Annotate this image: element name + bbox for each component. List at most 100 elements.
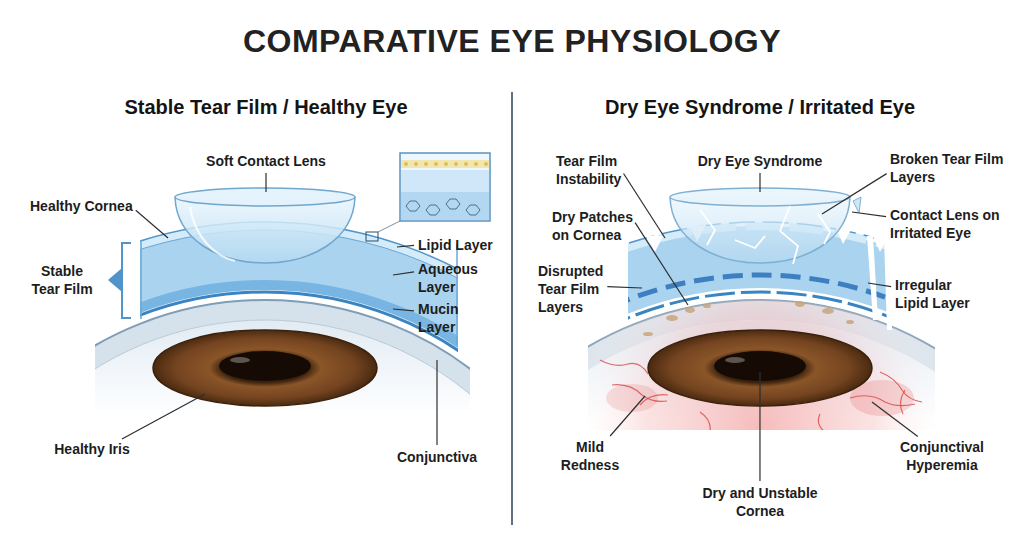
part-label: Aqueous Layer <box>418 260 490 296</box>
cornea-line <box>140 292 458 370</box>
leader-line <box>624 173 665 238</box>
disrupted-layer <box>628 275 892 370</box>
label-box: Aqueous Layer <box>418 260 490 296</box>
molecule <box>426 205 440 215</box>
part-label: Tear Film Instability <box>556 152 638 188</box>
label-box: Irregular Lipid Layer <box>895 276 981 312</box>
title-box: COMPARATIVE EYE PHYSIOLOGY <box>112 22 912 60</box>
highlight <box>230 357 250 363</box>
cornea-line <box>628 292 892 370</box>
vessel <box>900 390 905 414</box>
crack <box>700 210 715 245</box>
molecule <box>446 199 460 209</box>
vessel <box>818 414 825 430</box>
lens-highlight <box>190 207 235 261</box>
leader-line <box>822 174 887 214</box>
molecule <box>454 162 458 166</box>
leader-line <box>610 396 645 436</box>
crack <box>818 214 830 244</box>
leader-line <box>393 272 414 275</box>
leader-line <box>868 283 891 287</box>
crack <box>735 236 765 248</box>
crack <box>780 206 798 264</box>
dry-patch <box>795 301 805 307</box>
lipid-molecules <box>404 162 488 166</box>
vessel <box>600 360 648 374</box>
label-box: Dry Eye Syndrome / Irritated Eye <box>530 94 990 120</box>
label-box: Dry Patches on Cornea <box>552 208 648 244</box>
leader-line <box>759 173 760 192</box>
inset-aqueous <box>401 170 489 192</box>
zoom-marker <box>366 232 378 241</box>
leader-line <box>436 360 437 445</box>
molecule <box>474 162 478 166</box>
label-box: Healthy Iris <box>32 440 152 458</box>
part-label: Conjunctiva <box>377 448 497 466</box>
part-label: Dry and Unstable Cornea <box>690 484 830 520</box>
cornea-inner-line <box>95 320 470 410</box>
leader-line <box>607 287 642 288</box>
dry-patch <box>822 308 834 314</box>
zoom-inset <box>400 153 490 221</box>
lens-fragment <box>853 197 861 213</box>
dry-patch <box>666 315 678 321</box>
leader-line <box>759 372 760 481</box>
part-label: Lipid Layer <box>418 236 528 254</box>
bracket <box>122 243 131 318</box>
part-label: Dry Patches on Cornea <box>552 208 648 244</box>
dry-patch <box>685 307 695 313</box>
molecule <box>404 162 408 166</box>
molecule <box>424 162 428 166</box>
part-label: Contact Lens on Irritated Eye <box>890 206 1012 242</box>
aqueous-layer <box>140 257 458 370</box>
molecule <box>484 162 488 166</box>
leader-line <box>635 223 688 305</box>
dry-patch <box>846 320 854 324</box>
label-box: Conjunctiva <box>377 448 497 466</box>
dry-patch <box>643 332 653 336</box>
label-box: Dry Eye Syndrome <box>660 152 860 170</box>
bracket-point <box>108 268 122 292</box>
break <box>867 236 878 320</box>
label-box: Stable Tear Film / Healthy Eye <box>46 94 486 120</box>
panel-divider <box>511 92 513 525</box>
part-label: Stable Tear Film <box>27 262 97 298</box>
lens-rim <box>175 188 355 206</box>
part-label: Conjunctival Hyperemia <box>890 438 994 474</box>
pupil <box>219 351 311 381</box>
label-box: Healthy Cornea <box>30 197 170 215</box>
mucin-molecules <box>406 199 480 215</box>
lens-cracks <box>700 206 830 264</box>
label-box: Tear Film Instability <box>556 152 638 188</box>
zoom-line <box>378 221 400 232</box>
part-label: Dry Eye Syndrome <box>660 152 860 170</box>
panel-heading: Stable Tear Film / Healthy Eye <box>46 94 486 120</box>
molecule <box>434 162 438 166</box>
leader-line <box>136 210 168 238</box>
label-box: Dry and Unstable Cornea <box>690 484 830 520</box>
inset-lipid <box>401 160 489 168</box>
vessel <box>850 396 915 406</box>
diagram-title: COMPARATIVE EYE PHYSIOLOGY <box>112 22 912 60</box>
mucin-layer <box>140 285 458 370</box>
part-label: Soft Contact Lens <box>166 152 366 170</box>
label-box: Soft Contact Lens <box>166 152 366 170</box>
part-label: Healthy Iris <box>32 440 152 458</box>
contact-lens <box>670 197 850 263</box>
dry-patch <box>703 304 711 308</box>
label-box: Mucin Layer <box>418 300 490 336</box>
leader-line <box>872 402 918 437</box>
band-edge <box>140 240 142 319</box>
highlight <box>725 357 745 363</box>
label-box: Broken Tear Film Layers <box>890 150 1018 186</box>
vessel <box>612 385 667 402</box>
molecule <box>464 162 468 166</box>
part-label: Mild Redness <box>548 438 632 474</box>
part-label: Healthy Cornea <box>30 197 170 215</box>
panel-heading: Dry Eye Syndrome / Irritated Eye <box>530 94 990 120</box>
leader-line <box>265 173 266 192</box>
part-label: Disrupted Tear Film Layers <box>538 262 614 317</box>
